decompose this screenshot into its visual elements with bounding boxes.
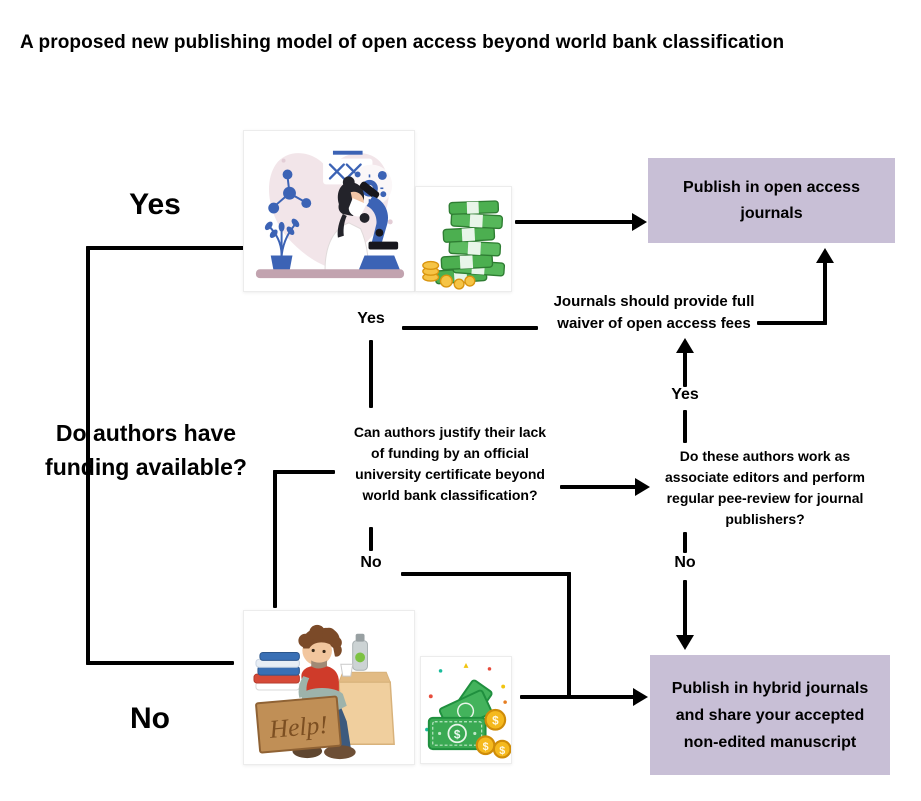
connector-waiver-horizontal bbox=[757, 321, 827, 325]
root-question: Do authors have funding available? bbox=[45, 420, 247, 480]
connector-editor-yes-arrow-shaft bbox=[683, 352, 687, 387]
arrowhead-waiver-to-open-access bbox=[816, 248, 834, 263]
certificate-no-label: No bbox=[360, 554, 382, 571]
connector-root-vertical bbox=[86, 246, 90, 665]
connector-certificate-no-horizontal bbox=[401, 572, 571, 576]
connector-editor-no-arrow-shaft bbox=[683, 580, 687, 636]
editor-question: Do these authors work as associate edito… bbox=[665, 448, 865, 527]
help-sign-text: Help! bbox=[267, 710, 329, 744]
arrowhead-to-hybrid bbox=[633, 688, 648, 706]
no-money-card: $ $ $ $ bbox=[420, 656, 512, 764]
connector-certificate-no-vertical bbox=[369, 527, 373, 551]
editor-no-label: No bbox=[674, 554, 696, 571]
connector-to-hybrid bbox=[520, 695, 635, 699]
bill-dollar-symbol: $ bbox=[454, 728, 461, 741]
arrowhead-editor-yes-to-waiver bbox=[676, 338, 694, 353]
connector-editor-no-vertical bbox=[683, 532, 687, 553]
open-access-outcome-box: Publish in open access journals bbox=[648, 158, 895, 243]
funded-researcher-card bbox=[243, 130, 415, 292]
page-title: A proposed new publishing model of open … bbox=[20, 32, 785, 53]
scientist-with-microscope-icon bbox=[255, 150, 405, 279]
root-no-label: No bbox=[130, 702, 170, 735]
arrowhead-certificate-to-editor bbox=[635, 478, 650, 496]
hybrid-outcome-box: Publish in hybrid journals and share you… bbox=[650, 655, 890, 775]
certificate-yes-label: Yes bbox=[357, 310, 385, 327]
connector-root-no-horizontal bbox=[86, 661, 234, 665]
coin-dollar-symbol: $ bbox=[499, 745, 505, 757]
connector-to-open-access bbox=[515, 220, 633, 224]
unfunded-author-card: Help! bbox=[243, 610, 415, 765]
dollar-bills-coins-icon: $ $ $ $ bbox=[425, 663, 511, 759]
coin-dollar-symbol: $ bbox=[483, 741, 489, 753]
connector-waiver-vertical bbox=[823, 262, 827, 325]
arrowhead-editor-no-to-hybrid bbox=[676, 635, 694, 650]
arrowhead-to-open-access bbox=[632, 213, 647, 231]
waiver-note: Journals should provide full waiver of o… bbox=[553, 293, 755, 332]
connector-noimage-to-certificate-vertical bbox=[273, 470, 277, 608]
root-yes-label: Yes bbox=[129, 188, 181, 221]
money-stack-icon bbox=[422, 200, 506, 290]
connector-certificate-yes-vertical bbox=[369, 340, 373, 408]
connector-editor-yes-vertical bbox=[683, 410, 687, 443]
editor-yes-label: Yes bbox=[671, 386, 699, 403]
connector-root-yes-horizontal bbox=[86, 246, 245, 250]
coin-dollar-symbol: $ bbox=[492, 715, 499, 728]
funding-money-card bbox=[415, 186, 512, 292]
connector-certificate-yes-horizontal bbox=[402, 326, 538, 330]
connector-certificate-to-editor bbox=[560, 485, 637, 489]
connector-noimage-to-certificate-horizontal bbox=[273, 470, 335, 474]
connector-certificate-no-down bbox=[567, 572, 571, 699]
broke-person-with-help-sign-icon: Help! bbox=[253, 624, 395, 760]
certificate-question: Can authors justify their lack of fundin… bbox=[353, 424, 547, 503]
